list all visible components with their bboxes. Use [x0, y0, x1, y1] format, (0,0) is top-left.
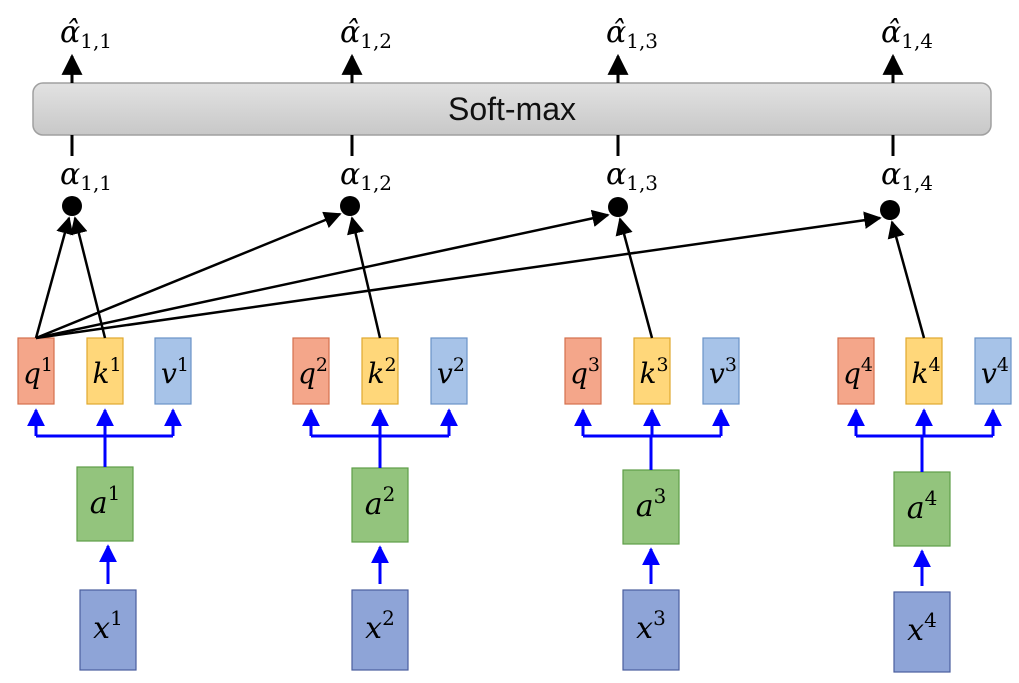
v-vector-label: v1: [161, 354, 189, 390]
x-input-box: [79, 589, 137, 671]
query-to-dot-arrow-4: [35, 211, 882, 340]
query-to-dot-arrow-1: [34, 216, 74, 339]
alpha-score-label: α1,1: [60, 157, 112, 195]
column-1: x1 a1 q1 k1 v1 α1,1 α̂1,1: [17, 15, 192, 671]
k-vector-label: k2: [367, 354, 396, 390]
q-vector-label: q1: [23, 354, 53, 390]
a-embedding-label: a2: [365, 482, 396, 522]
x-input-box: [622, 589, 680, 671]
a-embedding-label: a4: [907, 486, 938, 526]
column-4: x4 a4 q4 k4 v4 α1,4 α̂1,4: [837, 15, 1012, 673]
q-vector-box: [292, 337, 330, 405]
q-vector-label: q3: [570, 354, 600, 390]
alpha-hat-label: α̂1,3: [606, 15, 658, 53]
dot-product-node: [62, 196, 82, 216]
q-vector-box: [17, 337, 55, 405]
x-input-label: x3: [636, 606, 666, 646]
alpha-hat-label: α̂1,4: [881, 15, 933, 53]
alpha-score-label: α1,4: [881, 157, 933, 195]
alpha-score-label: α1,3: [606, 157, 658, 195]
q-vector-box: [564, 337, 602, 405]
x-input-label: x4: [907, 608, 937, 648]
key-to-dot-arrow-4: [887, 220, 926, 339]
a-embedding-label: a3: [636, 484, 667, 524]
attention-arrows: [34, 209, 926, 340]
v-vector-box: [702, 337, 740, 405]
k-vector-label: k4: [911, 354, 940, 390]
x-input-box: [351, 589, 409, 671]
alpha-hat-label: α̂1,2: [340, 15, 392, 53]
v-vector-box: [154, 337, 192, 405]
key-to-dot-arrow-3: [615, 217, 654, 339]
dot-product-node: [880, 200, 900, 220]
a-embedding-box: [622, 469, 680, 545]
dot-product-node: [340, 196, 360, 216]
dot-product-node: [608, 197, 628, 217]
columns-layer: x1 a1 q1 k1 v1 α1,1 α̂1,1 x2 a2 q2 k2 v2 α1,2 α̂1,2 x3…: [17, 15, 1012, 673]
softmax-box: [32, 82, 992, 136]
a-embedding-box: [351, 467, 409, 543]
query-to-dot-arrow-3: [35, 209, 610, 340]
k-vector-box: [86, 337, 124, 405]
alpha-hat-label: α̂1,1: [60, 15, 112, 53]
a-embedding-box: [76, 466, 134, 542]
v-vector-box: [430, 337, 468, 405]
query-to-dot-arrow-2: [35, 211, 342, 340]
q-vector-label: q4: [843, 354, 873, 390]
softmax-label: Soft-max: [448, 91, 576, 127]
x-input-label: x2: [365, 606, 395, 646]
q-vector-label: q2: [298, 354, 328, 390]
a-embedding-label: a1: [90, 481, 121, 521]
alpha-score-label: α1,2: [340, 157, 392, 195]
column-3: x3 a3 q3 k3 v3 α1,3 α̂1,3: [564, 15, 740, 671]
v-vector-box: [974, 337, 1012, 405]
x-input-label: x1: [93, 606, 123, 646]
k-vector-box: [361, 337, 399, 405]
k-vector-box: [905, 337, 943, 405]
key-to-dot-arrow-1: [70, 216, 107, 339]
key-to-dot-arrow-2: [347, 216, 382, 339]
v-vector-label: v3: [709, 354, 737, 390]
q-vector-box: [837, 337, 875, 405]
k-vector-box: [633, 337, 671, 405]
x-input-box: [893, 591, 951, 673]
v-vector-label: v4: [981, 354, 1009, 390]
k-vector-label: k1: [92, 354, 121, 390]
v-vector-label: v2: [437, 354, 465, 390]
column-2: x2 a2 q2 k2 v2 α1,2 α̂1,2: [292, 15, 468, 671]
k-vector-label: k3: [639, 354, 668, 390]
